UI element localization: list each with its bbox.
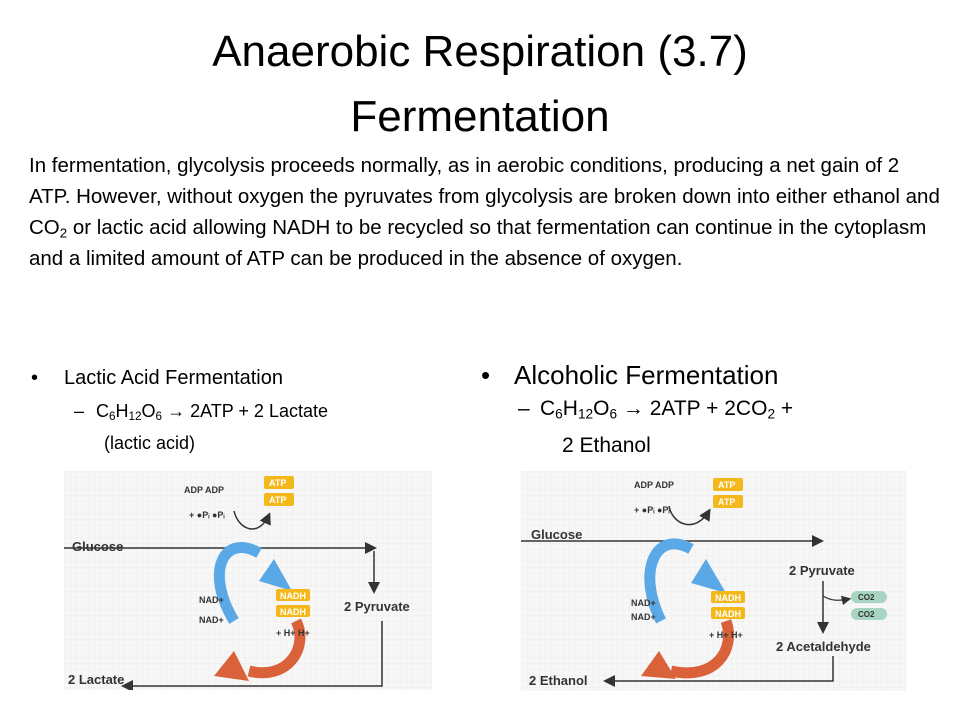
diagram-label-nad-2: NAD+ [199,615,224,625]
diagram-label-pyruvate: 2 Pyruvate [344,599,410,614]
slide-title-line-1: Anaerobic Respiration (3.7) [212,27,748,76]
intro-text-part-2: or lactic acid allowing NADH to be recyc… [29,216,927,270]
lactic-diagram-svg: ADP ADP + ●Pᵢ ●Pᵢ ATP ATP Glucose 2 Pyru… [64,471,432,692]
alcoholic-equation-row: – C6H12O6 → 2ATP + 2CO2 + [518,397,793,421]
diagram-label-nadh-1: NADH [280,591,306,601]
lactic-equation-row: – C6H12O6 → 2ATP + 2 Lactate [74,401,328,422]
alcoholic-diagram-svg: ADP ADP + ●Pᵢ ●Pᵢ ATP ATP Glucose 2 Pyru… [521,471,906,691]
slide-title-line-2: Fermentation [350,92,610,141]
intro-co2-subscript: 2 [59,225,68,241]
blue-cycle-arrow [644,538,694,624]
diagram-label-acetaldehyde: 2 Acetaldehyde [776,639,871,654]
lactic-heading: Lactic Acid Fermentation [64,367,283,389]
acetaldehyde-to-ethanol-line [603,656,834,687]
diagram-label-pi: + ●Pᵢ ●Pᵢ [189,510,225,520]
diagram-label-nadh-2: NADH [280,607,306,617]
diagram-label-adp: ADP ADP [634,480,674,490]
diagram-label-pyruvate: 2 Pyruvate [789,563,855,578]
diagram-label-lactate: 2 Lactate [68,672,124,687]
diagram-label-h: + H+ H+ [709,630,743,640]
alcoholic-column: • Alcoholic Fermentation – C6H12O6 → 2AT… [481,360,793,458]
diagram-label-co2-2: CO2 [858,610,875,619]
diagram-label-glucose: Glucose [72,539,123,554]
diagram-label-atp-2: ATP [718,497,735,507]
diagram-label-nad-1: NAD+ [199,595,224,605]
alcoholic-equation: C6H12O6 → 2ATP + 2CO2 + [540,397,794,422]
diagram-label-nadh-1: NADH [715,593,741,603]
diagram-label-h: + H+ H+ [276,628,310,638]
alcoholic-note: 2 Ethanol [562,434,651,457]
diagram-label-nad-2: NAD+ [631,612,656,622]
bullet-icon: • [31,367,39,389]
alcoholic-heading: Alcoholic Fermentation [514,360,779,390]
dash-icon: – [518,397,530,420]
bullet-icon: • [481,360,491,390]
blue-cycle-arrow [213,542,262,624]
intro-paragraph: In fermentation, glycolysis proceeds nor… [29,150,944,274]
diagram-label-atp-2: ATP [269,495,286,505]
alcoholic-fermentation-diagram: ADP ADP + ●Pᵢ ●Pᵢ ATP ATP Glucose 2 Pyru… [521,471,906,691]
red-cycle-arrow [247,618,306,679]
diagram-label-nadh-2: NADH [715,609,741,619]
atp-arrow [233,510,271,530]
lactic-acid-column: • Lactic Acid Fermentation – C6H12O6 → 2… [31,367,328,454]
diagram-label-co2-1: CO2 [858,593,875,602]
alcoholic-heading-row: • Alcoholic Fermentation [481,360,793,391]
lactic-equation: C6H12O6 → 2ATP + 2 Lactate [96,401,328,423]
diagram-label-atp-1: ATP [718,480,735,490]
diagram-label-ethanol: 2 Ethanol [529,673,588,688]
diagram-label-pi: + ●Pᵢ ●Pᵢ [634,505,670,515]
lactic-fermentation-diagram: ADP ADP + ●Pᵢ ●Pᵢ ATP ATP Glucose 2 Pyru… [64,471,432,692]
diagram-label-glucose: Glucose [531,527,582,542]
dash-icon: – [74,401,85,421]
diagram-label-adp: ADP ADP [184,485,224,495]
pyruvate-to-lactate-line [121,621,383,692]
atp-arrow [668,505,711,526]
red-cycle-arrow [669,619,734,679]
intro-text-part-1: In fermentation, glycolysis proceeds nor… [29,154,940,239]
lactic-note: (lactic acid) [104,433,196,453]
lactic-heading-row: • Lactic Acid Fermentation [31,367,328,390]
diagram-label-atp-1: ATP [269,478,286,488]
diagram-label-nad-1: NAD+ [631,598,656,608]
